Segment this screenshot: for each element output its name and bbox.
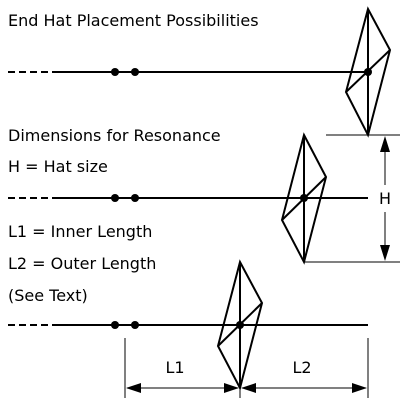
wire-end-hat-inboard bbox=[8, 259, 368, 391]
insulator-dot bbox=[131, 68, 139, 76]
insulator-dot bbox=[131, 194, 139, 202]
insulator-dot bbox=[131, 321, 139, 329]
arrowhead-left bbox=[241, 383, 256, 393]
dimension-label-h: H bbox=[379, 189, 391, 208]
definition-hat-size: H = Hat size bbox=[8, 157, 108, 176]
arrowhead-left bbox=[126, 383, 141, 393]
dimension-label-l1: L1 bbox=[165, 358, 184, 377]
arrowhead-up bbox=[380, 136, 390, 152]
section-title: Dimensions for Resonance bbox=[8, 126, 221, 145]
length-dimensions: L1 L2 bbox=[124, 338, 369, 398]
arrowhead-right bbox=[352, 383, 367, 393]
hat-size-dimension: H bbox=[304, 134, 400, 263]
insulator-dot bbox=[111, 68, 119, 76]
insulator-dot bbox=[111, 321, 119, 329]
dimension-label-l2: L2 bbox=[292, 358, 311, 377]
diagram-title: End Hat Placement Possibilities bbox=[8, 11, 259, 30]
arrowhead-right bbox=[224, 383, 239, 393]
insulator-dot bbox=[111, 194, 119, 202]
definition-inner-length: L1 = Inner Length bbox=[8, 222, 152, 241]
definition-outer-length: L2 = Outer Length bbox=[8, 254, 156, 273]
see-text-note: (See Text) bbox=[8, 286, 88, 305]
wire-end-hat-mid bbox=[8, 132, 368, 265]
arrowhead-down bbox=[380, 245, 390, 261]
